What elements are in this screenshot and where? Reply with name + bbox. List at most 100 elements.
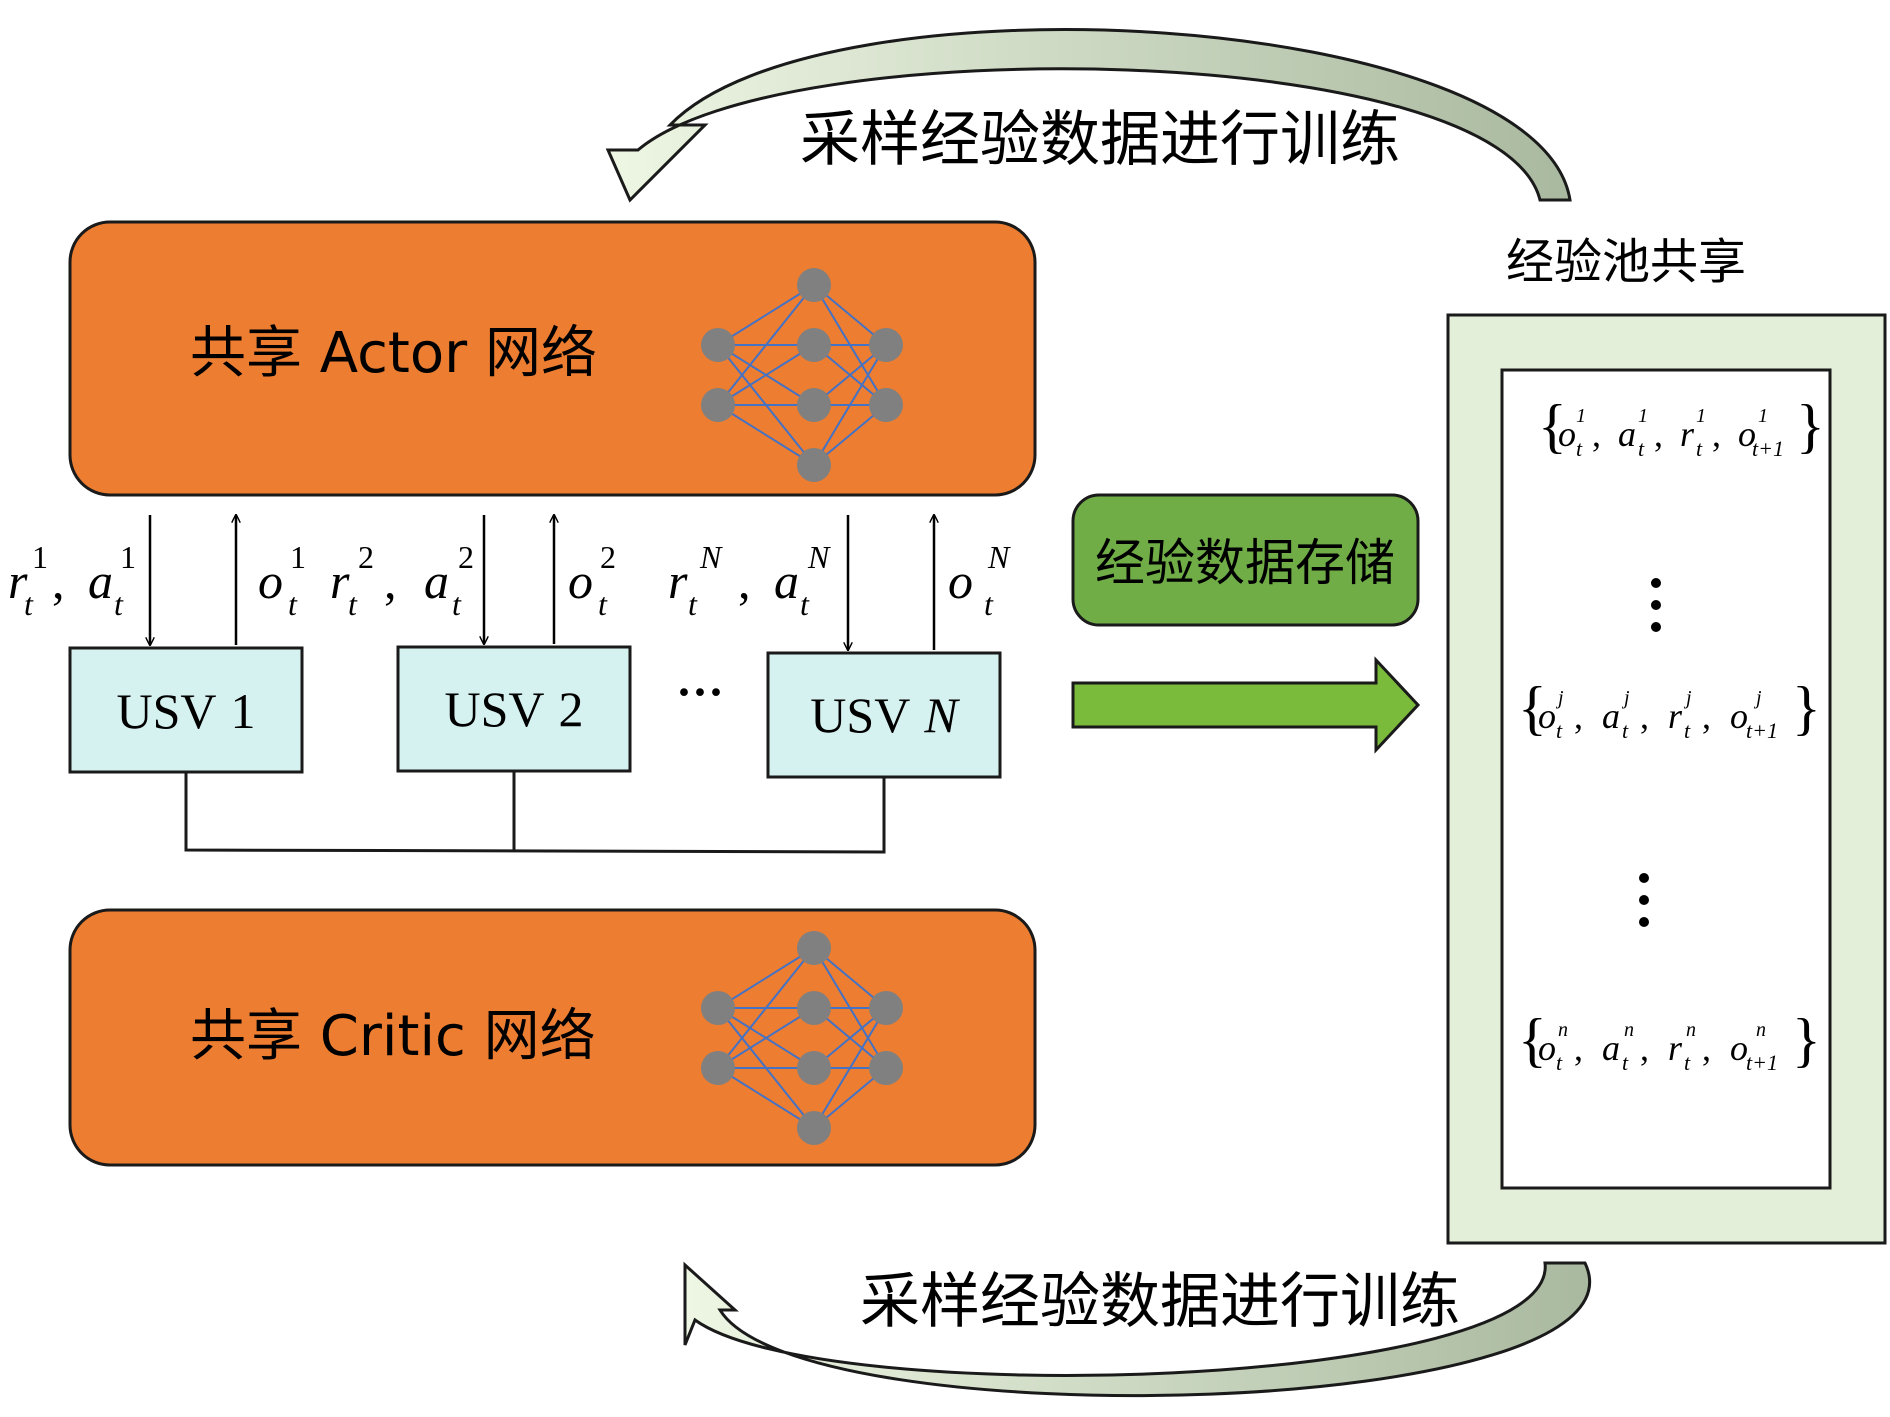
- svg-text:,: ,: [1640, 1028, 1649, 1068]
- svg-text:t: t: [1556, 718, 1563, 743]
- top-loop-label: 采样经验数据进行训练: [800, 105, 1400, 175]
- usv-1-observation-label: o 1 t: [258, 539, 306, 622]
- svg-text:,: ,: [1712, 414, 1721, 454]
- svg-text:t: t: [1576, 436, 1583, 461]
- top-loop-arrow: [605, 28, 1572, 203]
- svg-text:,: ,: [738, 553, 751, 609]
- svg-text:t: t: [24, 586, 34, 622]
- svg-text:o: o: [1738, 414, 1756, 454]
- svg-text:a: a: [1602, 696, 1620, 736]
- svg-text:2: 2: [458, 539, 474, 575]
- svg-text:r: r: [8, 553, 28, 609]
- svg-text:o: o: [1730, 1028, 1748, 1068]
- svg-text:o: o: [948, 553, 973, 609]
- svg-text:,: ,: [1592, 414, 1601, 454]
- svg-text:t+1: t+1: [1752, 436, 1784, 461]
- svg-text:t: t: [688, 586, 698, 622]
- actor-network-icon: [701, 268, 903, 482]
- nn-edge: [717, 284, 815, 346]
- svg-text:o: o: [1538, 1028, 1556, 1068]
- actor-network-label: 共享 Actor 网络: [190, 321, 597, 386]
- experience-pool-title: 经验池共享: [1506, 234, 1746, 290]
- svg-text:t: t: [1684, 718, 1691, 743]
- svg-text:t+1: t+1: [1746, 1050, 1778, 1075]
- nn-edge: [717, 284, 815, 406]
- bottom-loop-label: 采样经验数据进行训练: [860, 1267, 1460, 1337]
- svg-text:t: t: [288, 586, 298, 622]
- usv-1-reward-action-label: r 1 t , a 1 t: [8, 539, 136, 622]
- svg-text:,: ,: [1702, 1028, 1711, 1068]
- nn-node: [797, 328, 831, 362]
- nn-node: [869, 991, 903, 1025]
- store-to-pool-arrow: [1071, 656, 1421, 754]
- svg-text:o: o: [1730, 696, 1748, 736]
- svg-text:t: t: [1556, 1050, 1563, 1075]
- usv-ellipsis: ···: [676, 666, 724, 719]
- nn-edge: [717, 344, 815, 406]
- svg-text:r: r: [668, 553, 688, 609]
- nn-edge: [717, 947, 815, 1069]
- usv-n-reward-action-label: r N t , a N t: [668, 539, 831, 622]
- svg-text:2: 2: [358, 539, 374, 575]
- svg-text:1: 1: [1638, 405, 1648, 427]
- nn-edge: [813, 344, 887, 466]
- actor-network-box: [68, 220, 1037, 497]
- svg-text:}: }: [1792, 1007, 1821, 1073]
- nn-edge: [717, 1007, 815, 1069]
- svg-text:{: {: [1518, 1007, 1547, 1073]
- svg-text:r: r: [1668, 696, 1683, 736]
- svg-text:,: ,: [1574, 696, 1583, 736]
- svg-text:}: }: [1792, 675, 1821, 741]
- usv-n-observation-label: o N t: [948, 539, 1011, 622]
- usv-2-reward-action-label: r 2 t , a 2 t: [330, 539, 474, 622]
- svg-text:o: o: [568, 553, 593, 609]
- svg-text:j: j: [1555, 687, 1564, 709]
- svg-text:,: ,: [1640, 696, 1649, 736]
- pool-dots-2: [1639, 873, 1649, 927]
- usv-2-observation-label: o 2 t: [568, 539, 616, 622]
- svg-text:a: a: [424, 553, 449, 609]
- nn-node: [869, 328, 903, 362]
- svg-text:o: o: [258, 553, 283, 609]
- nn-node: [797, 388, 831, 422]
- critic-network-icon: [701, 931, 903, 1145]
- svg-text:r: r: [1668, 1028, 1683, 1068]
- svg-text:j: j: [1753, 687, 1762, 709]
- svg-text:,: ,: [1702, 696, 1711, 736]
- svg-text:j: j: [1683, 687, 1692, 709]
- svg-text:t+1: t+1: [1746, 718, 1778, 743]
- nn-node: [797, 1051, 831, 1085]
- svg-text:,: ,: [1654, 414, 1663, 454]
- nn-edge: [717, 1067, 815, 1129]
- nn-node: [869, 388, 903, 422]
- bottom-loop-arrow: [683, 1261, 1591, 1398]
- nn-edge: [717, 404, 815, 466]
- svg-text:}: }: [1796, 393, 1825, 459]
- svg-text:a: a: [88, 553, 113, 609]
- svg-text:a: a: [1602, 1028, 1620, 1068]
- svg-text:1: 1: [290, 539, 306, 575]
- svg-text:N: N: [699, 539, 723, 575]
- svg-text:t: t: [800, 586, 810, 622]
- svg-text:2: 2: [600, 539, 616, 575]
- experience-store-badge: [1071, 493, 1420, 627]
- nn-edge: [813, 1007, 887, 1129]
- svg-text:t: t: [348, 586, 358, 622]
- svg-text:o: o: [1558, 414, 1576, 454]
- svg-text:t: t: [1622, 718, 1629, 743]
- nn-node: [797, 991, 831, 1025]
- nn-node: [701, 388, 735, 422]
- svg-text:t: t: [1638, 436, 1645, 461]
- svg-text:j: j: [1621, 687, 1630, 709]
- nn-node: [869, 1051, 903, 1085]
- svg-text:t: t: [1696, 436, 1703, 461]
- svg-text:r: r: [1680, 414, 1695, 454]
